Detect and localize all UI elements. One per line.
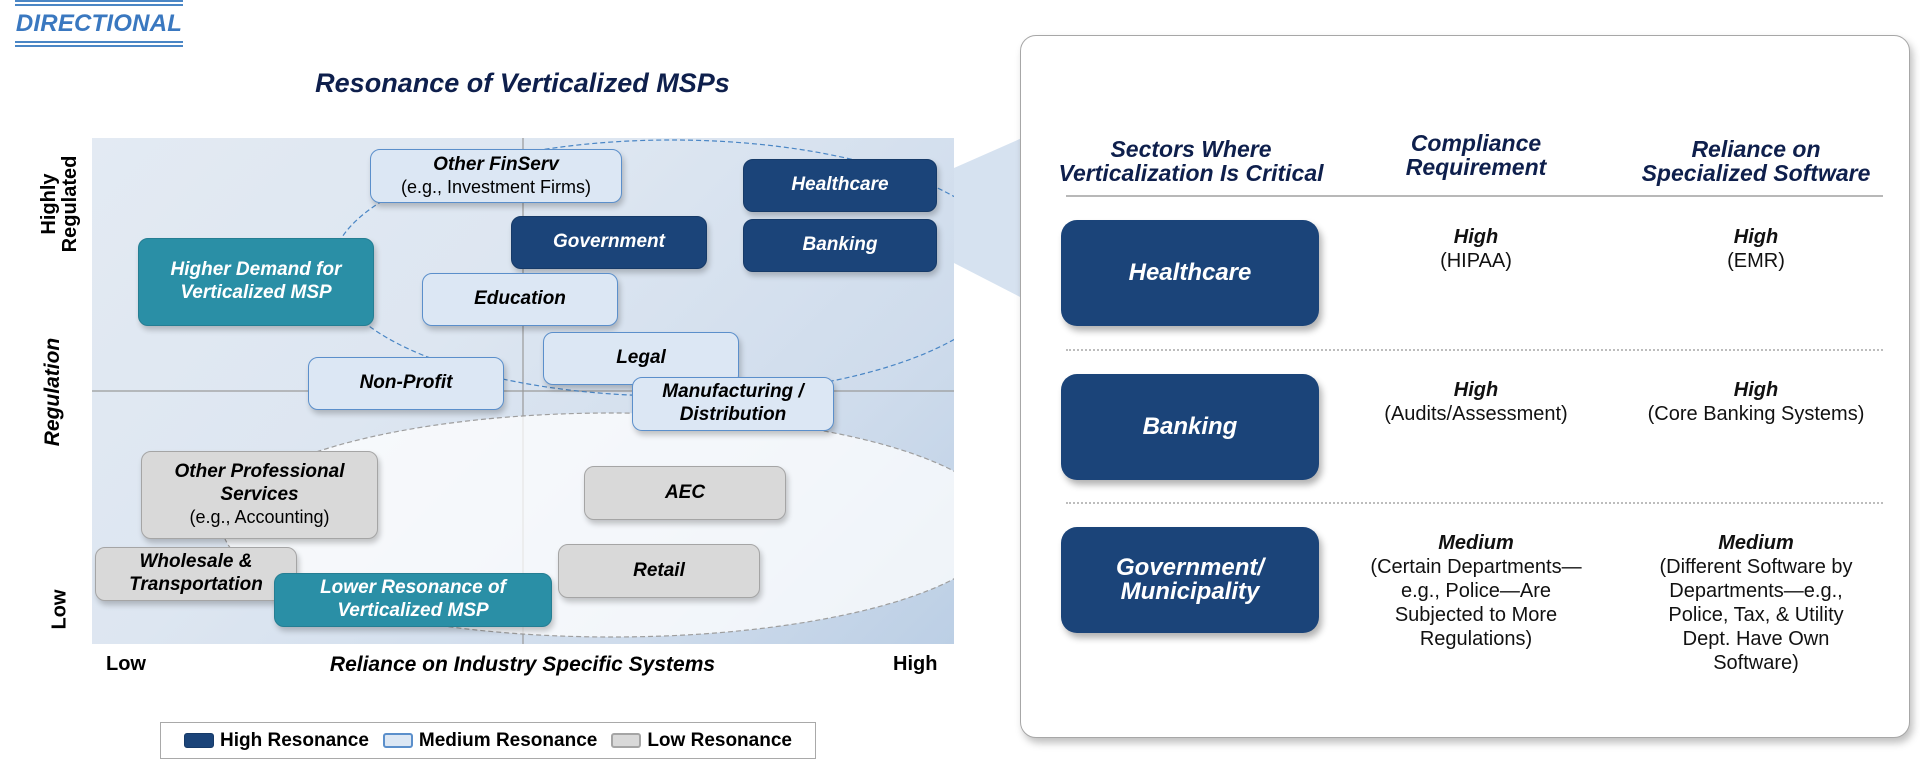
- cell-software-government: Medium (Different Software by Department…: [1621, 531, 1891, 675]
- sector-name: Retail: [633, 559, 685, 581]
- tag-rule-top: [15, 0, 183, 2]
- sector-name: Wholesale & Transportation: [129, 551, 263, 595]
- sector-name: AEC: [664, 481, 706, 503]
- row-divider: [1066, 502, 1883, 504]
- legend-label: Low Resonance: [647, 729, 792, 751]
- sector-button-banking[interactable]: Banking: [1061, 374, 1319, 480]
- critical-sectors-panel: Sectors Where Verticalization Is Critica…: [1020, 35, 1910, 738]
- tag-rule-bottom-2: [15, 45, 183, 47]
- sector-name: Other FinServ: [433, 153, 559, 175]
- column-header-compliance: Compliance Requirement: [1405, 130, 1547, 181]
- chart-title: Resonance of Verticalized MSPs: [315, 68, 730, 98]
- cell-compliance-government: Medium (Certain Departments— e.g., Polic…: [1346, 531, 1606, 651]
- tag-label: DIRECTIONAL: [15, 10, 183, 37]
- sector-name: Manufacturing / Distribution: [662, 381, 804, 425]
- sector-name: Legal: [616, 347, 666, 369]
- cell-compliance-banking: High (Audits/Assessment): [1351, 378, 1601, 426]
- sector-name: Banking: [802, 234, 878, 256]
- cell-software-banking: High (Core Banking Systems): [1621, 378, 1891, 426]
- sector-bubble-wholesale-transportation[interactable]: Wholesale & Transportation: [95, 547, 297, 601]
- sector-example: (e.g., Investment Firms): [400, 176, 592, 197]
- directional-tag: DIRECTIONAL: [15, 0, 183, 48]
- legend-swatch-low: [611, 733, 642, 748]
- sector-bubble-healthcare[interactable]: Healthcare: [743, 159, 937, 212]
- legend: High Resonance Medium Resonance Low Reso…: [160, 722, 816, 759]
- wedge-shape: [954, 138, 1022, 298]
- compliance-level: Medium: [1438, 532, 1514, 554]
- y-label-high: Highly Regulated: [38, 155, 81, 253]
- callout-wedge: [954, 138, 1022, 298]
- sector-bubble-government[interactable]: Government: [511, 216, 707, 269]
- sector-bubble-manufacturing-distribution[interactable]: Manufacturing / Distribution: [632, 377, 834, 431]
- sector-button-government-municipality[interactable]: Government/ Municipality: [1061, 527, 1319, 633]
- y-label-low: Low: [48, 589, 71, 630]
- legend-swatch-high: [184, 733, 215, 748]
- compliance-detail: (Audits/Assessment): [1384, 403, 1568, 425]
- sector-name: Education: [474, 288, 566, 310]
- sector-bubble-banking[interactable]: Banking: [743, 219, 937, 272]
- sector-name: Non-Profit: [359, 372, 453, 394]
- cell-compliance-healthcare: High (HIPAA): [1351, 225, 1601, 273]
- sector-name: Healthcare: [791, 174, 889, 196]
- cell-software-healthcare: High (EMR): [1621, 225, 1891, 273]
- x-label-high: High: [893, 653, 938, 675]
- column-header-software: Reliance on Specialized Software: [1641, 136, 1871, 187]
- x-axis-title: Reliance on Industry Specific Systems: [329, 653, 716, 676]
- compliance-detail: (HIPAA): [1440, 250, 1512, 272]
- sector-name: Government: [553, 231, 665, 253]
- column-header-sectors: Sectors Where Verticalization Is Critica…: [1058, 136, 1324, 187]
- compliance-level: High: [1453, 379, 1499, 401]
- callout-lower-resonance: Lower Resonance of Verticalized MSP: [274, 573, 552, 627]
- callout-higher-demand: Higher Demand for Verticalized MSP: [138, 238, 374, 326]
- tag-rule-bottom: [15, 41, 183, 43]
- legend-item-low: Low Resonance: [611, 730, 792, 752]
- sector-bubble-other-finserv[interactable]: Other FinServ (e.g., Investment Firms): [370, 149, 622, 203]
- software-level: High: [1733, 379, 1779, 401]
- compliance-level: High: [1453, 226, 1499, 248]
- software-detail: (EMR): [1727, 250, 1785, 272]
- legend-label: Medium Resonance: [418, 729, 598, 751]
- legend-item-medium: Medium Resonance: [382, 729, 598, 752]
- software-detail: (Different Software by Departments—e.g.,…: [1659, 556, 1853, 674]
- sector-bubble-non-profit[interactable]: Non-Profit: [308, 357, 504, 410]
- callout-text: Higher Demand for Verticalized MSP: [170, 259, 342, 303]
- row-divider: [1066, 349, 1883, 351]
- sector-bubble-aec[interactable]: AEC: [584, 466, 786, 520]
- software-level: Medium: [1718, 532, 1794, 554]
- callout-text: Lower Resonance of Verticalized MSP: [320, 577, 506, 621]
- tag-rule-top-2: [15, 4, 183, 6]
- sector-bubble-other-professional-services[interactable]: Other Professional Services (e.g., Accou…: [141, 451, 378, 539]
- software-detail: (Core Banking Systems): [1647, 403, 1865, 425]
- legend-label: High Resonance: [220, 729, 369, 751]
- y-axis-title: Regulation: [41, 337, 64, 447]
- sector-bubble-retail[interactable]: Retail: [558, 544, 760, 598]
- sector-example: (e.g., Accounting): [189, 507, 330, 527]
- sector-name: Other Professional Services: [174, 461, 345, 506]
- x-label-low: Low: [106, 653, 146, 675]
- legend-swatch-medium: [382, 733, 413, 748]
- sector-bubble-education[interactable]: Education: [422, 273, 618, 326]
- software-level: High: [1733, 226, 1779, 248]
- sector-button-healthcare[interactable]: Healthcare: [1061, 220, 1319, 326]
- legend-item-high: High Resonance: [184, 730, 369, 752]
- header-rule: [1066, 195, 1883, 197]
- compliance-detail: (Certain Departments— e.g., Police—Are S…: [1370, 556, 1582, 650]
- sector-bubble-legal[interactable]: Legal: [543, 332, 739, 385]
